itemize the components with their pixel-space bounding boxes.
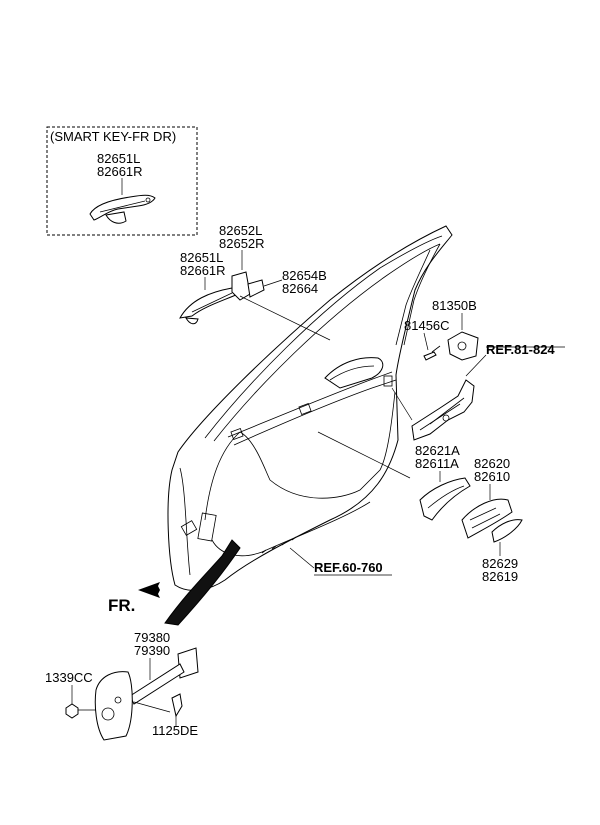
label-nut: 1339CC xyxy=(45,670,93,685)
ref-latch: REF.81-824 xyxy=(486,342,555,357)
direction-label: FR. xyxy=(108,596,135,615)
inset-title: (SMART KEY-FR DR) xyxy=(50,129,176,144)
inside-handle xyxy=(419,477,471,521)
label-cover-a: 82652L xyxy=(219,223,262,238)
label-inset-handle-a: 82651L xyxy=(97,151,140,166)
bolt-part xyxy=(171,693,183,718)
label-handle-a: 82651L xyxy=(180,250,223,265)
label-inner-handle-a: 82621A xyxy=(415,443,460,458)
label-latch-a: 81350B xyxy=(432,298,477,313)
label-handle-b: 82661R xyxy=(180,263,226,278)
label-bezel-b: 82619 xyxy=(482,569,518,584)
inset-outside-handle xyxy=(89,194,156,224)
label-inner-base-a: 82620 xyxy=(474,456,510,471)
label-cap-b: 82664 xyxy=(282,281,318,296)
front-arrow-icon xyxy=(138,582,160,598)
door-latch-assembly xyxy=(411,379,475,441)
inset-box xyxy=(46,126,198,236)
label-inner-handle-b: 82611A xyxy=(415,456,459,471)
label-checker-b: 79390 xyxy=(134,643,170,658)
door-assembly xyxy=(167,225,453,591)
label-inner-base-b: 82610 xyxy=(474,469,510,484)
label-cover-b: 82652R xyxy=(219,236,265,251)
inside-handle-base xyxy=(461,498,513,539)
label-bezel-a: 82629 xyxy=(482,556,518,571)
ref-door: REF.60-760 xyxy=(314,560,383,575)
label-checker-a: 79380 xyxy=(134,630,170,645)
door-checker xyxy=(94,647,199,741)
latch-cylinder xyxy=(447,331,479,361)
outside-handle xyxy=(179,271,265,325)
screw-part xyxy=(423,345,441,361)
nut-part xyxy=(65,703,79,719)
label-inset-handle-b: 82661R xyxy=(97,164,143,179)
door-wiring xyxy=(164,539,241,626)
label-screw: 81456C xyxy=(404,318,450,333)
label-bolt: 1125DE xyxy=(152,723,198,738)
label-cap-a: 82654B xyxy=(282,268,327,283)
inside-handle-bezel xyxy=(491,519,523,543)
